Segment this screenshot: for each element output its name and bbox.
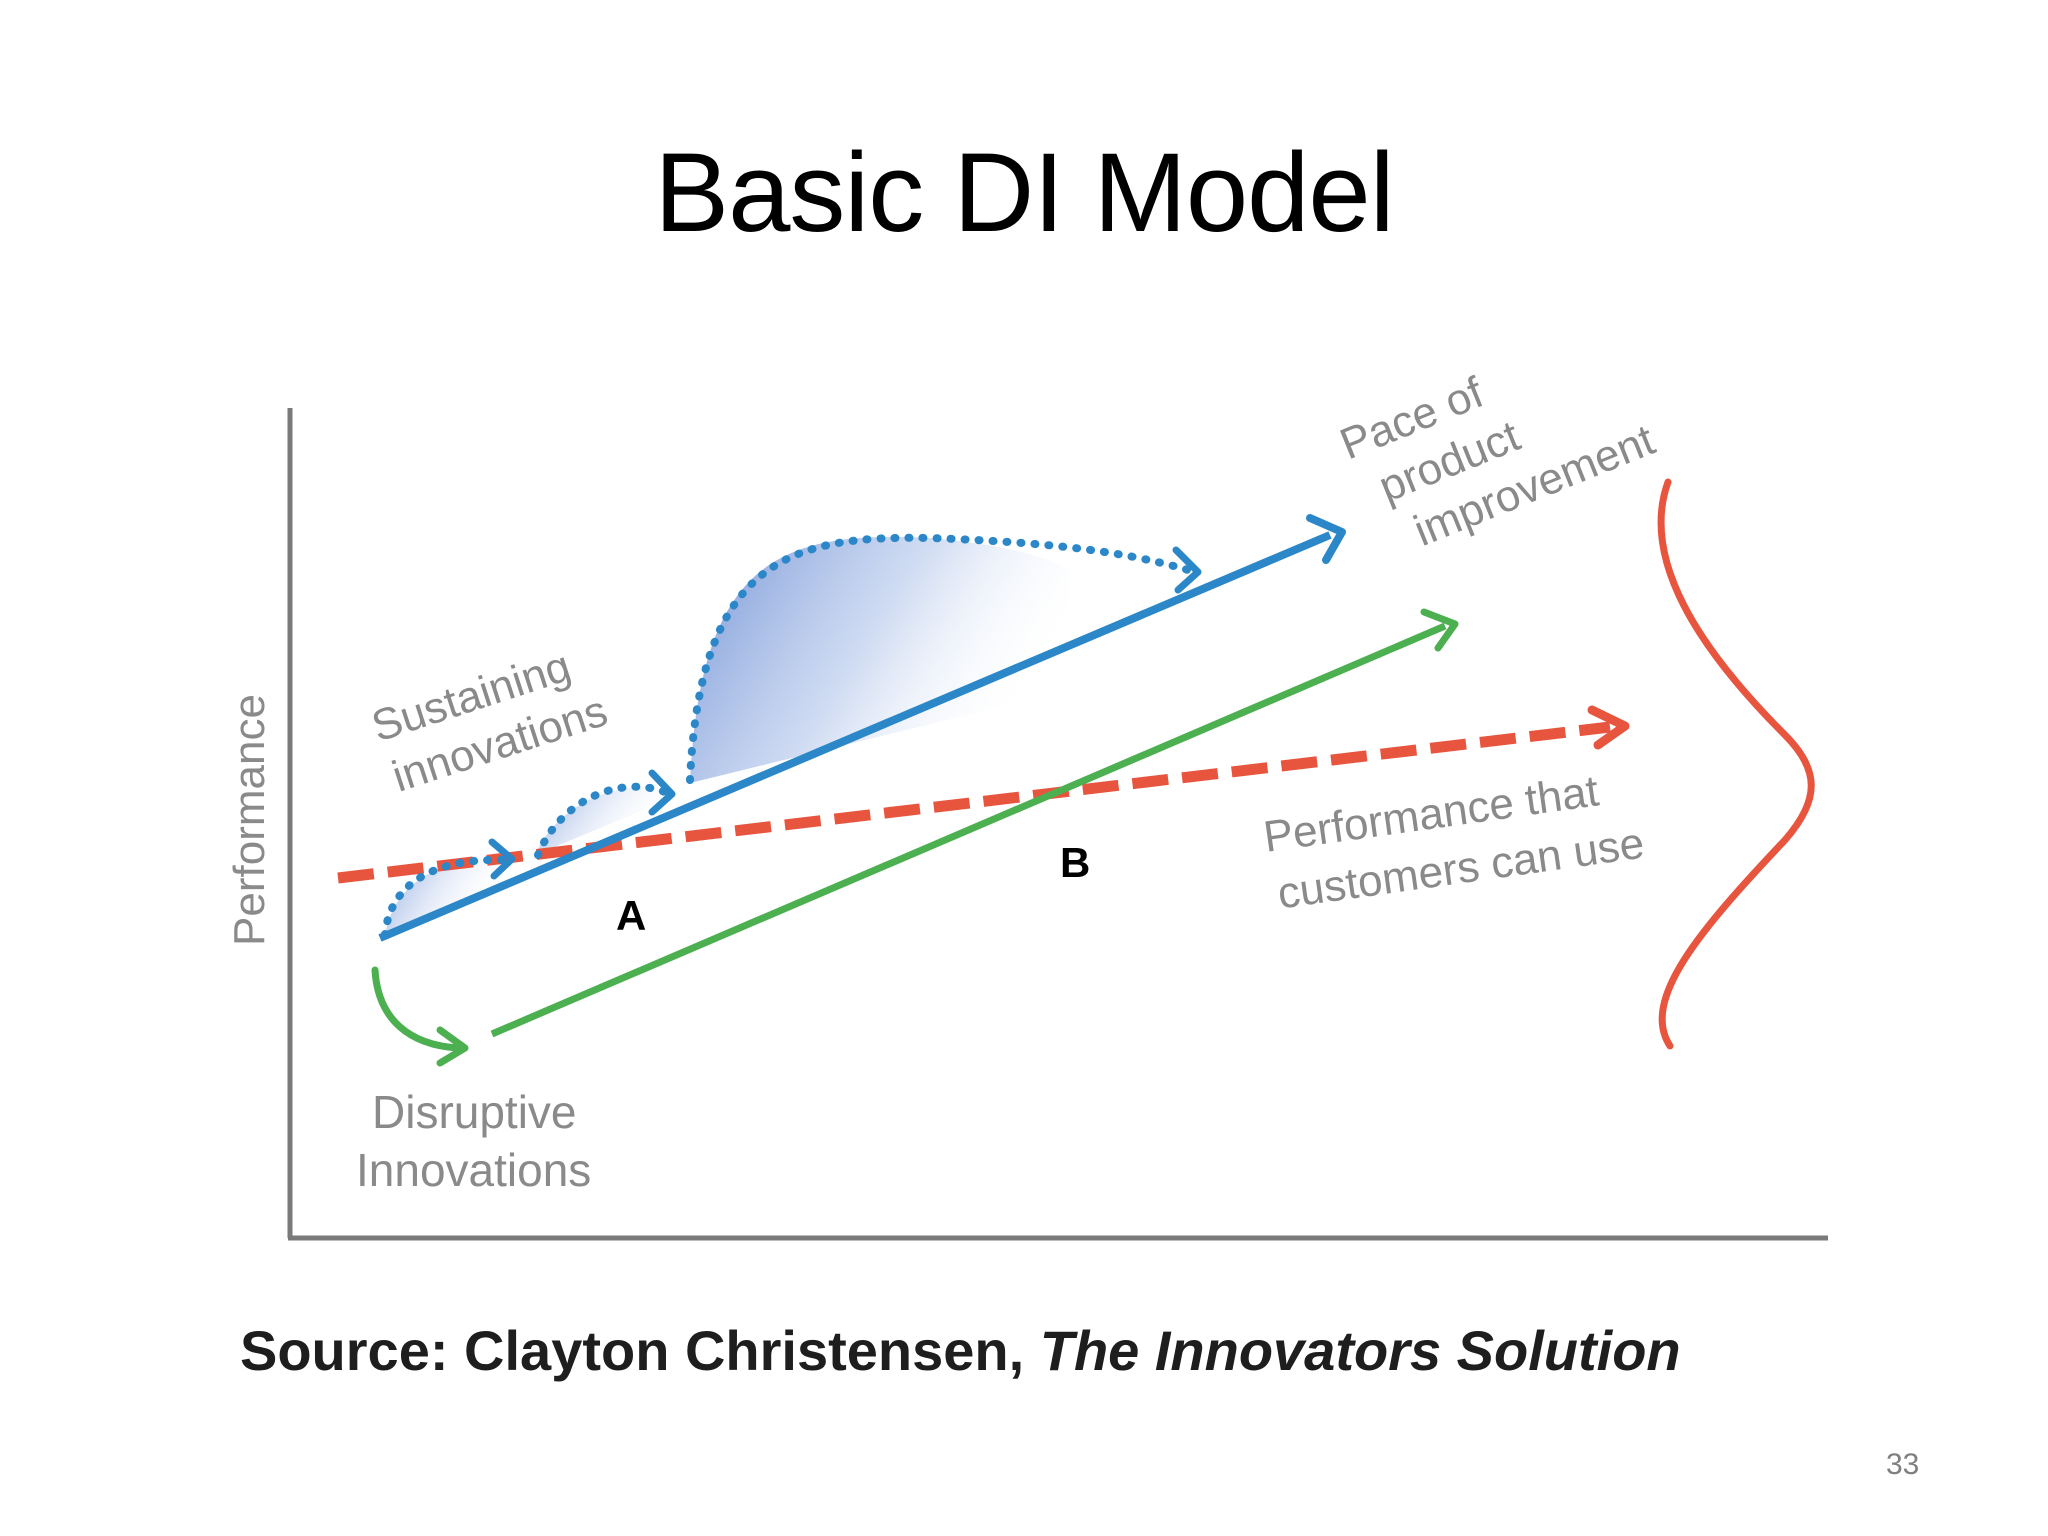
- disruptive-label-line-2: Innovations: [356, 1144, 591, 1196]
- sustaining-jump-area-medium: [535, 787, 668, 855]
- sustaining-jump-arrow-large: [686, 533, 1202, 784]
- slide-title: Basic DI Model: [654, 130, 1394, 255]
- sustaining-jump-area-large: [690, 536, 1070, 783]
- disruptive-label-line-1: Disruptive: [372, 1086, 577, 1138]
- sustaining-jump-area-small: [385, 858, 505, 935]
- source-book-title: The Innovators Solution: [1039, 1319, 1681, 1382]
- point-a-label: A: [616, 892, 646, 939]
- source-prefix: Source: Clayton Christensen,: [240, 1319, 1040, 1382]
- page-number: 33: [1886, 1448, 1920, 1481]
- customer-need-range-bracket: [1657, 478, 1815, 1050]
- axes: [287, 408, 1828, 1241]
- source-citation: Source: Clayton Christensen, The Innovat…: [240, 1318, 1681, 1383]
- sustaining-label: Sustaining innovations: [366, 641, 613, 801]
- disruptive-innovation-line: [490, 608, 1459, 1038]
- sustaining-jump-arrow-small: [381, 838, 516, 939]
- usable-performance-label: Performance that customers can use: [1261, 766, 1648, 918]
- disruptive-entry-arrow: [371, 966, 469, 1067]
- sustaining-jump-arrow-medium: [534, 769, 676, 859]
- product-improvement-line: [378, 514, 1346, 942]
- point-b-label: B: [1060, 839, 1090, 886]
- disruptive-label: Disruptive Innovations: [356, 1086, 591, 1196]
- y-axis-label: Performance: [225, 694, 274, 946]
- pace-label: Pace of product improvement: [1333, 368, 1661, 556]
- customer-usable-performance-line: [337, 705, 1630, 884]
